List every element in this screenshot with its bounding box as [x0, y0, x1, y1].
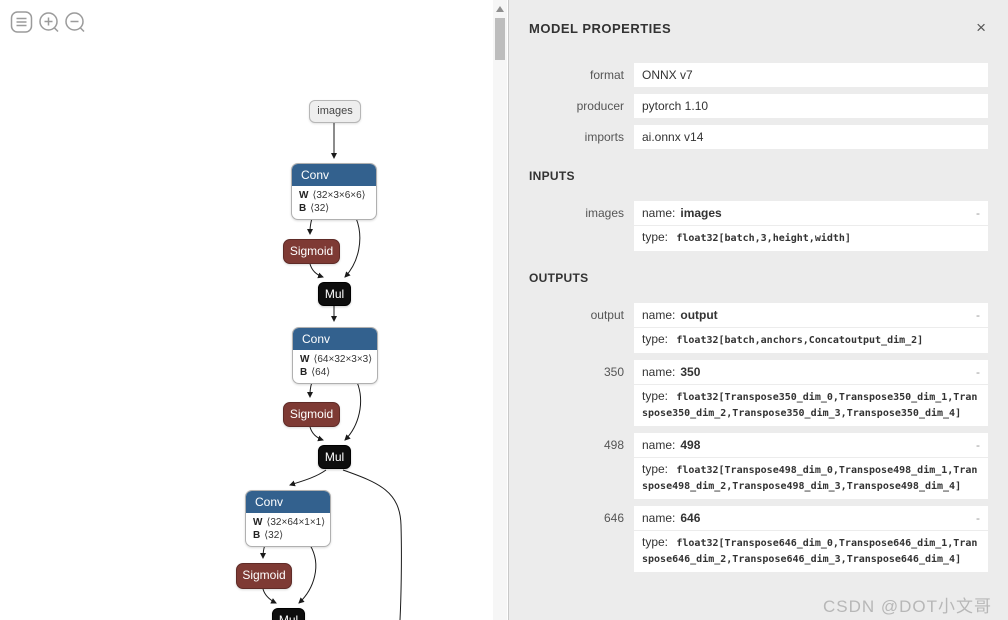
name-value: images [680, 206, 722, 220]
property-value: ONNX v7 [634, 63, 988, 87]
name-key: name: [642, 206, 676, 220]
param-value: ⟨32⟩ [264, 530, 284, 541]
entry-type-row: type: float32[batch,anchors,Concatoutput… [634, 327, 988, 353]
input-entry-images: images name: images - type: float32[batc… [529, 201, 988, 251]
entry-box: name: output - type: float32[batch,ancho… [634, 303, 988, 353]
collapse-toggle[interactable]: - [976, 511, 980, 525]
node-conv-3[interactable]: Conv W⟨32×64×1×1⟩ B⟨32⟩ [245, 490, 331, 547]
property-value: ai.onnx v14 [634, 125, 988, 149]
node-sigmoid-3[interactable]: Sigmoid [236, 563, 292, 589]
entry-box: name: 350 - type: float32[Transpose350_d… [634, 360, 988, 426]
entry-name-row: name: output - [634, 303, 988, 327]
name-key: name: [642, 365, 676, 379]
entry-label: images [585, 206, 624, 220]
output-entry-646: 646 name: 646 - type: float32[Transpose6… [529, 506, 988, 572]
name-key: name: [642, 438, 676, 452]
entry-label: 646 [603, 511, 624, 525]
collapse-toggle[interactable]: - [976, 308, 980, 322]
entry-box: name: images - type: float32[batch,3,hei… [634, 201, 988, 251]
panel-header: MODEL PROPERTIES × [529, 18, 988, 37]
property-label: producer [576, 99, 624, 113]
param-value: ⟨32⟩ [310, 203, 330, 214]
property-label: format [589, 68, 624, 82]
close-icon[interactable]: × [976, 18, 986, 37]
node-sigmoid-2[interactable]: Sigmoid [283, 402, 340, 427]
panel-title: MODEL PROPERTIES [529, 20, 672, 36]
entry-box: name: 646 - type: float32[Transpose646_d… [634, 506, 988, 572]
name-value: 498 [680, 438, 701, 452]
node-mul-2[interactable]: Mul [318, 445, 351, 469]
type-value: float32[Transpose646_dim_0,Transpose646_… [642, 538, 978, 565]
type-value: float32[Transpose350_dim_0,Transpose350_… [642, 392, 978, 419]
entry-type-row: type: float32[Transpose350_dim_0,Transpo… [634, 384, 988, 426]
param-key: W [253, 517, 263, 528]
type-key: type: [642, 389, 669, 403]
node-images[interactable]: images [309, 100, 361, 123]
name-value: 646 [680, 511, 701, 525]
type-key: type: [642, 230, 669, 244]
name-key: name: [642, 511, 676, 525]
property-label: imports [584, 130, 624, 144]
node-conv-3-title: Conv [246, 491, 330, 513]
node-mul-1[interactable]: Mul [318, 282, 351, 306]
model-properties-list: format ONNX v7 producer pytorch 1.10 imp… [529, 63, 988, 149]
entry-name-row: name: 350 - [634, 360, 988, 384]
entry-name-row: name: images - [634, 201, 988, 225]
type-value: float32[batch,3,height,width] [676, 233, 851, 244]
type-value: float32[batch,anchors,Concatoutput_dim_2… [676, 335, 924, 346]
type-value: float32[Transpose498_dim_0,Transpose498_… [642, 465, 978, 492]
param-value: ⟨64⟩ [311, 367, 331, 378]
property-row-producer: producer pytorch 1.10 [529, 94, 988, 118]
node-conv-1-title: Conv [292, 164, 376, 186]
canvas-scrollbar[interactable] [493, 0, 507, 620]
node-conv-1[interactable]: Conv W⟨32×3×6×6⟩ B⟨32⟩ [291, 163, 377, 220]
zoom-in-button[interactable] [39, 12, 59, 33]
entry-box: name: 498 - type: float32[Transpose498_d… [634, 433, 988, 499]
entry-type-row: type: float32[Transpose646_dim_0,Transpo… [634, 530, 988, 572]
entry-name-row: name: 498 - [634, 433, 988, 457]
param-key: W [299, 190, 309, 201]
entry-type-row: type: float32[batch,3,height,width] [634, 225, 988, 251]
name-value: 350 [680, 365, 701, 379]
section-title-outputs: OUTPUTS [529, 271, 589, 285]
collapse-toggle[interactable]: - [976, 206, 980, 220]
entry-label: 350 [603, 365, 624, 379]
type-key: type: [642, 462, 669, 476]
name-value: output [680, 308, 718, 322]
scrollbar-thumb[interactable] [495, 18, 505, 60]
type-key: type: [642, 332, 669, 346]
graph-toolbar [10, 11, 85, 33]
entry-type-row: type: float32[Transpose498_dim_0,Transpo… [634, 457, 988, 499]
scroll-up-arrow[interactable] [496, 6, 504, 12]
entry-label: output [590, 308, 624, 322]
zoom-out-button[interactable] [65, 12, 85, 33]
entry-label: 498 [603, 438, 624, 452]
node-conv-2[interactable]: Conv W⟨64×32×3×3⟩ B⟨64⟩ [292, 327, 378, 384]
param-key: B [299, 203, 307, 214]
param-value: ⟨32×64×1×1⟩ [266, 517, 326, 528]
property-row-imports: imports ai.onnx v14 [529, 125, 988, 149]
menu-button[interactable] [10, 11, 33, 33]
param-value: ⟨32×3×6×6⟩ [312, 190, 366, 201]
graph-canvas[interactable]: images Conv W⟨32×3×6×6⟩ B⟨32⟩ Sigmoid Mu… [0, 0, 508, 620]
param-value: ⟨64×32×3×3⟩ [313, 354, 373, 365]
param-key: W [300, 354, 310, 365]
entry-name-row: name: 646 - [634, 506, 988, 530]
model-properties-panel: MODEL PROPERTIES × format ONNX v7 produc… [508, 0, 1008, 620]
property-row-format: format ONNX v7 [529, 63, 988, 87]
output-entry-output: output name: output - type: float32[batc… [529, 303, 988, 353]
collapse-toggle[interactable]: - [976, 438, 980, 452]
param-key: B [300, 367, 308, 378]
node-conv-2-title: Conv [293, 328, 377, 350]
type-key: type: [642, 535, 669, 549]
collapse-toggle[interactable]: - [976, 365, 980, 379]
param-key: B [253, 530, 261, 541]
output-entry-498: 498 name: 498 - type: float32[Transpose4… [529, 433, 988, 499]
node-mul-3[interactable]: Mul [272, 608, 305, 620]
property-value: pytorch 1.10 [634, 94, 988, 118]
name-key: name: [642, 308, 676, 322]
section-title-inputs: INPUTS [529, 169, 575, 183]
node-sigmoid-1[interactable]: Sigmoid [283, 239, 340, 264]
output-entry-350: 350 name: 350 - type: float32[Transpose3… [529, 360, 988, 426]
